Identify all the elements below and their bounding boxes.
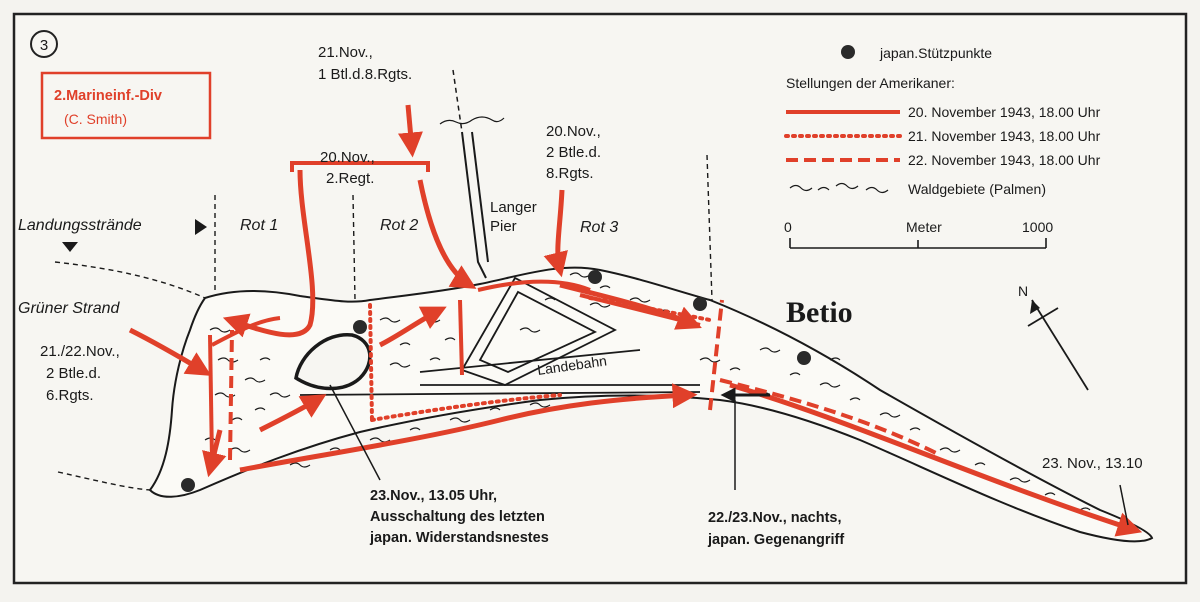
scale-bar: 0 Meter 1000 (784, 219, 1053, 249)
annotation-nov20-btls-line3: 8.Rgts. (546, 165, 594, 182)
scale-unit: Meter (906, 219, 942, 235)
airfield-runways (299, 276, 701, 396)
annotation-nov20-btls-line1: 20.Nov., (546, 123, 601, 140)
beach-red-1: Rot 1 (240, 217, 278, 234)
strongpoint (693, 297, 707, 311)
legend-strongpoints: japan.Stützpunkte (879, 45, 992, 61)
legend: japan.Stützpunkte Stellungen der Amerika… (784, 45, 1101, 197)
legend-strongpoint-symbol (841, 45, 855, 59)
strongpoint (588, 270, 602, 284)
annotation-nov20-btls-line2: 2 Btle.d. (546, 144, 601, 161)
regiment-bracket (290, 161, 430, 172)
pier-label-1: Langer (490, 199, 537, 216)
division-name: 2.Marineinf.-Div (54, 88, 162, 104)
legend-forest: Waldgebiete (Palmen) (908, 181, 1046, 197)
division-box: 2.Marineinf.-Div (C. Smith) (40, 71, 212, 140)
last-nest-leader (329, 384, 381, 481)
annotation-last-nest-line2: Ausschaltung des letzten (370, 509, 545, 525)
annotation-last-nest-line1: 23.Nov., 13.05 Uhr, (370, 488, 497, 504)
beach-boundaries (54, 154, 713, 491)
long-pier (439, 69, 505, 279)
annotation-tip: 23. Nov., 13.10 (1042, 455, 1143, 472)
strongpoint (181, 478, 195, 492)
compass-north: N (1018, 283, 1028, 299)
tip-leader (1119, 484, 1129, 526)
annotation-nov20-regt-line1: 20.Nov., (320, 149, 375, 166)
strongpoint (797, 351, 811, 365)
panel-number-badge: 3 (30, 30, 58, 58)
annotation-last-nest-line3: japan. Widerstandsnestes (369, 530, 549, 546)
legend-positions-header: Stellungen der Amerikaner: (786, 75, 955, 91)
legend-line-nov20: 20. November 1943, 18.00 Uhr (908, 104, 1101, 120)
beach-green: Grüner Strand (18, 300, 120, 317)
annotation-nov20-regt-line2: 2.Regt. (326, 170, 374, 187)
annotation-counterattack-line2: japan. Gegenangriff (707, 532, 844, 548)
place-name: Betio (786, 296, 853, 329)
beach-red-3: Rot 3 (580, 219, 618, 236)
landing-beaches-label: Landungsstrände (18, 217, 142, 234)
panel-number: 3 (40, 37, 48, 54)
annotation-nov21-22-line1: 21./22.Nov., (40, 343, 120, 360)
pier-label-2: Pier (490, 218, 517, 235)
legend-forest-symbol (789, 182, 889, 194)
annotation-nov21-22-line2: 2 Btle.d. (46, 365, 101, 382)
line-nov22 (228, 299, 941, 461)
advance-arrows (128, 104, 1143, 537)
strongpoints (181, 270, 811, 492)
strongpoint (353, 320, 367, 334)
north-arrow-icon: N (1018, 283, 1089, 391)
legend-line-nov21: 21. November 1943, 18.00 Uhr (908, 128, 1101, 144)
annotation-counterattack-line1: 22./23.Nov., nachts, (708, 510, 842, 526)
scale-end: 1000 (1022, 219, 1053, 235)
annotation-nov21-bn-line1: 21.Nov., (318, 44, 373, 61)
scale-start: 0 (784, 219, 792, 235)
annotation-nov21-bn-line2: 1 Btl.d.8.Rgts. (318, 66, 412, 83)
landing-beaches-arrow-down (62, 242, 78, 252)
legend-line-nov22: 22. November 1943, 18.00 Uhr (908, 152, 1101, 168)
annotation-nov21-22-line3: 6.Rgts. (46, 387, 94, 404)
beach-red-2: Rot 2 (380, 217, 418, 234)
division-commander: (C. Smith) (64, 111, 127, 127)
landing-beaches-arrow-right (195, 219, 207, 235)
